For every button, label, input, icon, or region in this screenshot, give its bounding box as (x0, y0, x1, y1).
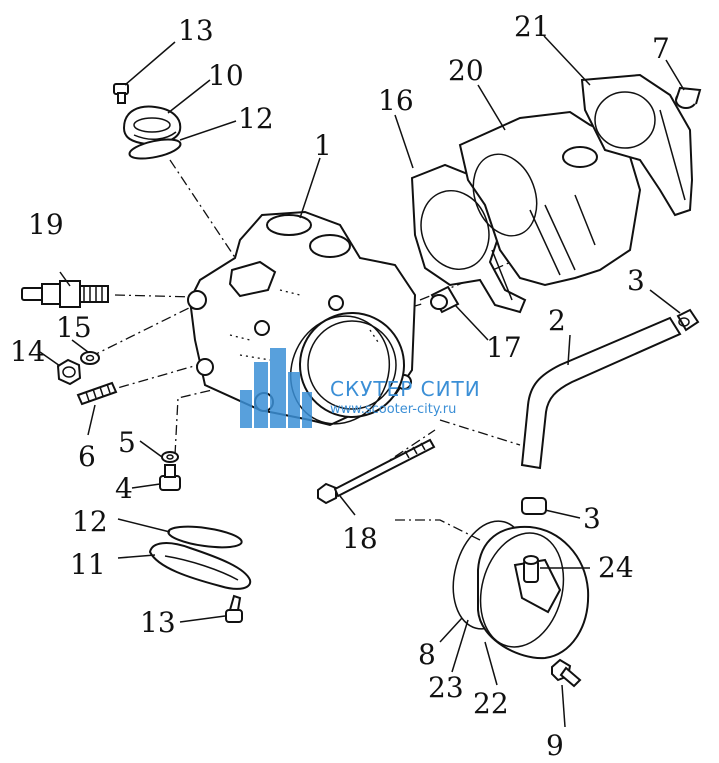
label-8: 8 (418, 638, 436, 671)
housing-22 (477, 525, 590, 660)
label-10: 10 (208, 59, 244, 92)
label-21: 21 (514, 10, 550, 43)
label-23: 23 (428, 671, 464, 704)
bolt-9 (551, 658, 582, 688)
label-5: 5 (118, 426, 136, 459)
bolt-13-lower (225, 594, 243, 623)
label-19: 19 (28, 208, 64, 241)
watermark-url: www.scooter-city.ru (330, 402, 456, 417)
label-12-lower: 12 (72, 505, 108, 538)
cover-11 (148, 542, 252, 590)
part-number-labels: 13 10 12 1 16 20 21 7 19 3 2 17 15 14 6 … (10, 10, 670, 762)
watermark-title: СКУТЕР СИТИ (330, 377, 481, 401)
label-13-top: 13 (178, 14, 214, 47)
o-ring-on-head (289, 315, 391, 425)
leader-lines (39, 35, 685, 728)
label-9: 9 (546, 729, 564, 762)
dowel-17 (430, 285, 460, 314)
label-17: 17 (486, 331, 522, 364)
nipple-24 (523, 555, 539, 583)
label-3-lower: 3 (583, 502, 601, 535)
washer-5 (161, 451, 179, 463)
gasket-21 (580, 73, 694, 217)
nut-14 (56, 358, 82, 386)
gasket-12-top (128, 138, 182, 160)
label-16: 16 (378, 84, 414, 117)
spark-plug-19 (21, 280, 109, 308)
bolt-4 (159, 464, 181, 491)
label-12-top: 12 (238, 102, 274, 135)
label-24: 24 (598, 551, 634, 584)
cylinder-20 (458, 110, 642, 287)
breather-tube-2 (520, 316, 682, 470)
label-4: 4 (115, 472, 133, 505)
long-bolt-18 (317, 438, 436, 505)
cap-3-upper (676, 308, 700, 332)
label-6: 6 (78, 440, 96, 473)
stud-6 (76, 381, 118, 406)
cap-3-lower (521, 497, 547, 515)
watermark: СКУТЕР СИТИ www.scooter-city.ru (240, 348, 481, 428)
label-14: 14 (10, 335, 46, 368)
head-1 (187, 210, 417, 427)
washer-15 (80, 351, 100, 365)
label-3-upper: 3 (627, 264, 645, 297)
label-11: 11 (70, 548, 106, 581)
label-13-lower: 13 (140, 606, 176, 639)
bolt-13-top (113, 83, 129, 104)
label-22: 22 (473, 687, 509, 720)
watermark-buildings-icon (240, 348, 312, 428)
cap-10 (122, 105, 182, 146)
label-2: 2 (548, 304, 566, 337)
label-15: 15 (56, 311, 92, 344)
label-1: 1 (314, 129, 332, 162)
dowel-7 (675, 86, 702, 109)
label-7: 7 (652, 32, 670, 65)
label-20: 20 (448, 54, 484, 87)
label-18: 18 (342, 522, 378, 555)
